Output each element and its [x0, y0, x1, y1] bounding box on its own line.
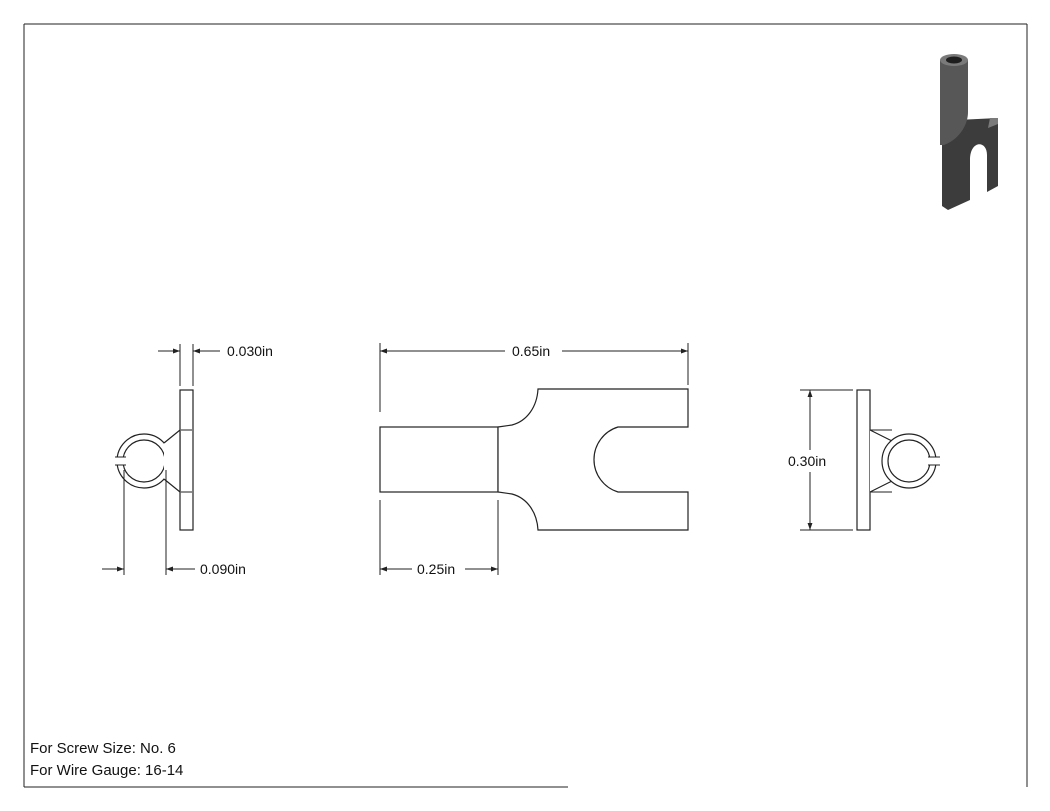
side-view-right: [856, 389, 941, 531]
iso-fork-edge: [988, 118, 998, 128]
dim-label-thickness: 0.030in: [227, 343, 273, 359]
dim-label-barrel-length: 0.25in: [417, 561, 455, 577]
dim-label-height: 0.30in: [788, 453, 826, 469]
sheet-border: [23, 23, 1028, 788]
note-screw-size: For Screw Size: No. 6: [30, 740, 176, 757]
isometric-view: [940, 54, 998, 210]
dim-label-offset: 0.090in: [200, 561, 246, 577]
dimension-thickness-0030: 0.030in: [158, 343, 273, 386]
dimension-height: 0.30in: [788, 389, 853, 531]
dimension-overall-length: 0.65in: [379, 343, 689, 412]
iso-fork-face: [942, 118, 998, 210]
iso-barrel-body: [940, 60, 968, 145]
iso-barrel-hole: [946, 56, 962, 64]
top-view: [379, 388, 689, 531]
side-view-left: [114, 389, 194, 531]
dim-label-overall-length: 0.65in: [512, 343, 550, 359]
dimension-barrel-length: 0.25in: [379, 500, 499, 577]
dimension-offset-0090: 0.090in: [102, 470, 246, 577]
note-wire-gauge: For Wire Gauge: 16-14: [30, 762, 184, 779]
